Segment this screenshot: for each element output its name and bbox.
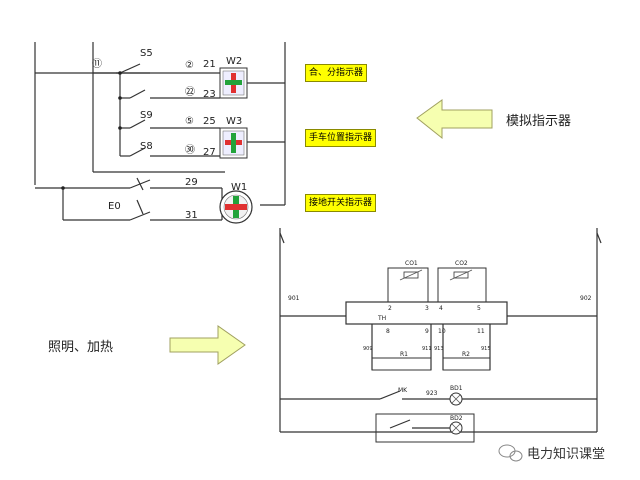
side-num-913: 913 bbox=[434, 346, 444, 352]
node-11-label: ⑪ bbox=[92, 58, 102, 70]
pin-2: 2 bbox=[388, 305, 392, 312]
contact-marks bbox=[61, 71, 122, 190]
e0-label: E0 bbox=[108, 201, 121, 212]
resistor-r1-label: R1 bbox=[400, 351, 408, 358]
pin-3: 3 bbox=[425, 305, 429, 312]
terminal-25: 25 bbox=[203, 116, 216, 127]
pin-11: 11 bbox=[477, 328, 485, 335]
side-num-915: 915 bbox=[481, 346, 491, 352]
pin-4: 4 bbox=[439, 305, 443, 312]
caption-lighting-heating: 照明、加热 bbox=[48, 340, 114, 355]
watermark-text: 电力知识课堂 bbox=[527, 447, 606, 462]
bottom-circuit-labels: 901 902 TH CO1 CO2 2 3 4 5 8 9 10 11 R1 … bbox=[288, 260, 592, 422]
th-label: TH bbox=[377, 315, 386, 322]
co2-label: CO2 bbox=[455, 260, 468, 267]
indicator-w2-label: W2 bbox=[226, 56, 242, 67]
wire-902-label: 902 bbox=[580, 295, 592, 302]
side-num-911: 911 bbox=[422, 346, 432, 352]
circled-num-2: ㉒ bbox=[185, 86, 195, 98]
label-cart-position: 手车位置指示器 bbox=[305, 129, 377, 147]
switch-s8-label: S8 bbox=[140, 141, 153, 152]
lamp-bd1-label: BD1 bbox=[450, 385, 463, 392]
switch-s9-label: S9 bbox=[140, 110, 153, 121]
terminal-27: 27 bbox=[203, 147, 216, 158]
top-circuit-wiring bbox=[34, 42, 286, 221]
wire-901-label: 901 bbox=[288, 295, 300, 302]
terminal-21: 21 bbox=[203, 59, 216, 70]
co1-label: CO1 bbox=[405, 260, 418, 267]
caption-simulated-indicator: 模拟指示器 bbox=[506, 114, 572, 129]
side-num-909: 909 bbox=[363, 346, 373, 352]
circled-num-4: ㉚ bbox=[185, 144, 195, 156]
label-combine-split: 合、分指示器 bbox=[305, 64, 368, 82]
terminal-31: 31 bbox=[185, 210, 198, 221]
switch-s5-label: S5 bbox=[140, 48, 153, 59]
label-grounding-switch: 接地开关指示器 bbox=[305, 194, 377, 212]
indicator-w1 bbox=[219, 190, 253, 224]
wire-923-label: 923 bbox=[426, 390, 438, 397]
lamp-bd2-label: BD2 bbox=[450, 415, 463, 422]
circled-num-3: ⑤ bbox=[185, 116, 194, 127]
resistor-r2-label: R2 bbox=[462, 351, 470, 358]
pin-10: 10 bbox=[438, 328, 446, 335]
bottom-circuit-wiring bbox=[279, 228, 602, 443]
arrow-simulated-indicator bbox=[416, 99, 493, 140]
top-circuit-labels: ⑪ S5 S9 S8 ② ㉒ ⑤ ㉚ 21 23 25 27 29 31 W2 … bbox=[92, 48, 247, 221]
circled-num-1: ② bbox=[185, 60, 194, 71]
indicator-w2 bbox=[219, 67, 248, 99]
indicator-w1-label: W1 bbox=[231, 182, 247, 193]
watermark-chat-icon bbox=[498, 444, 523, 462]
pin-8: 8 bbox=[386, 328, 390, 335]
mk-label: MK bbox=[398, 387, 408, 394]
indicator-w3-label: W3 bbox=[226, 116, 242, 127]
pin-9: 9 bbox=[425, 328, 429, 335]
terminal-29: 29 bbox=[185, 177, 198, 188]
terminal-23: 23 bbox=[203, 89, 216, 100]
indicator-w3 bbox=[219, 127, 248, 159]
pin-5: 5 bbox=[477, 305, 481, 312]
arrow-lighting-heating bbox=[169, 325, 246, 365]
